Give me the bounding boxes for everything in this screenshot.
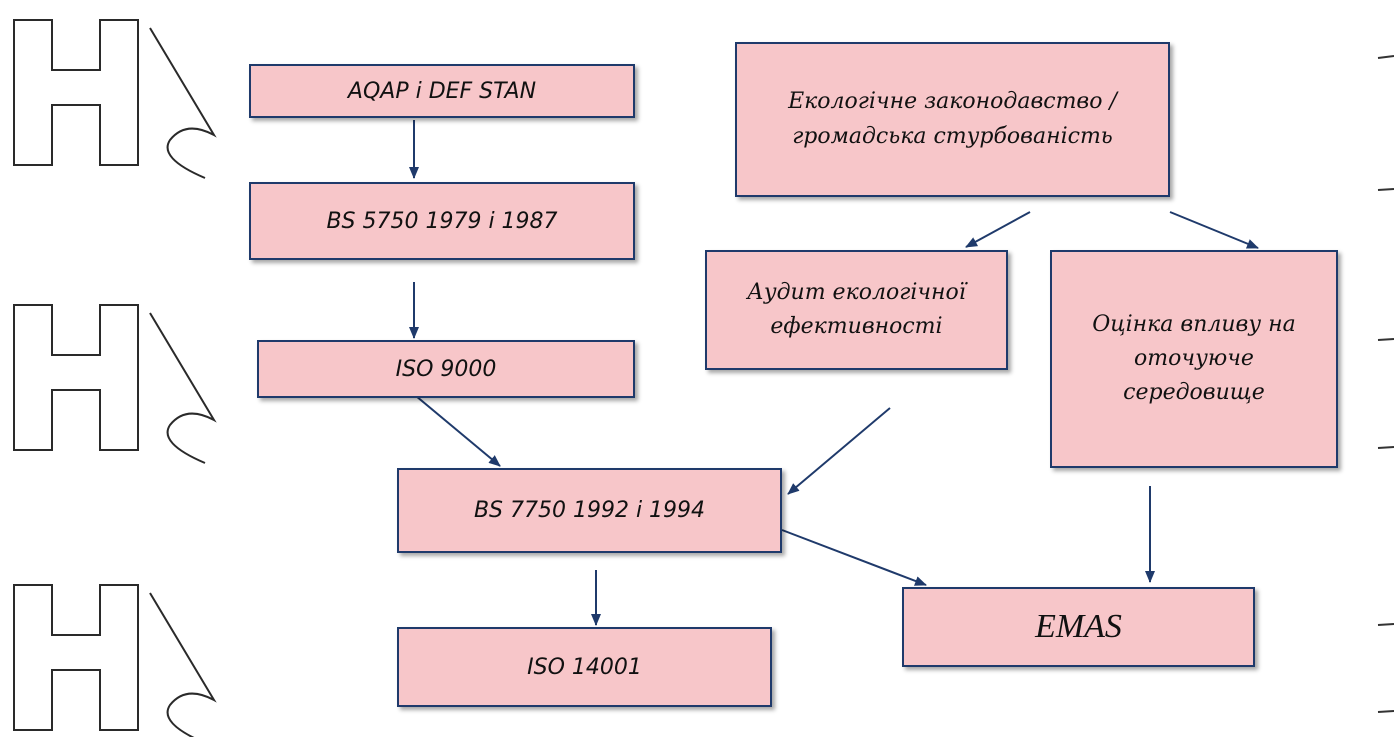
node-iso9000: ISO 9000 [257,340,635,398]
node-emas-label: EMAS [1035,608,1122,645]
arrow-audit-to-bs7750 [787,407,891,495]
node-bs7750-label: BS 7750 1992 і 1994 [473,498,706,523]
node-impact: Оцінка впливу на оточуюче середовище [1050,250,1338,468]
watermark-logo [13,19,217,737]
node-audit: Аудит екологічної ефективності [705,250,1008,370]
node-iso14001: ISO 14001 [397,627,772,707]
node-aqap-label: AQAP і DEF STAN [347,78,537,104]
watermark-logo-bottom [13,584,217,737]
node-bs7750: BS 7750 1992 і 1994 [397,468,782,553]
node-emas: EMAS [902,587,1255,667]
node-audit-label: Аудит екологічної ефективності [747,279,966,339]
arrow-bs7750-to-emas [781,529,927,586]
node-bs5750-label: BS 5750 1979 і 1987 [326,208,558,234]
node-eco-law: Екологічне законодавство / громадська ст… [735,42,1170,197]
node-iso14001-label: ISO 14001 [527,654,642,680]
watermark-logo-middle [13,304,217,464]
node-aqap: AQAP і DEF STAN [249,64,635,118]
node-eco-law-label: Екологічне законодавство / громадська ст… [788,89,1117,149]
node-bs5750: BS 5750 1979 і 1987 [249,182,635,260]
node-iso9000-label: ISO 9000 [395,356,497,382]
watermark-logo-top [13,19,217,179]
arrow-ecolaw-to-impact [1169,211,1259,249]
arrow-ecolaw-to-audit [965,211,1031,248]
node-impact-label: Оцінка впливу на оточуюче середовище [1092,311,1296,406]
